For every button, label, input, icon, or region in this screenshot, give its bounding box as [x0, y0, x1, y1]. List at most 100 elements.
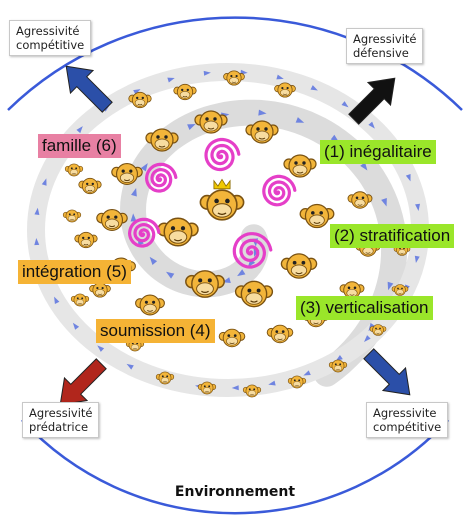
swirl-icon	[232, 232, 273, 269]
ring-dot-arrow	[303, 370, 311, 376]
monkey-icon	[347, 191, 373, 209]
monkey-icon	[135, 294, 165, 316]
swirl-icon	[127, 217, 161, 248]
monkey-icon	[199, 178, 245, 221]
monkey-icon	[173, 83, 197, 101]
monkey-icon	[96, 208, 128, 232]
dot-arrow	[381, 198, 387, 207]
ring-dot-arrow	[414, 255, 420, 264]
box-top-left-line-1: Agressivité	[16, 24, 80, 38]
stage-label-famille: famille (6)	[38, 134, 121, 158]
monkey-icon	[64, 163, 84, 177]
monkey-icon	[128, 91, 152, 109]
monkey-icon	[70, 293, 90, 307]
dot-arrow	[131, 188, 137, 197]
ring-dot-arrow	[231, 385, 239, 391]
ring-dot-arrow	[268, 380, 276, 386]
box-top-left-line-2: compétitive	[16, 38, 85, 52]
monkey-icon	[299, 203, 335, 229]
ring-dot-arrow	[72, 322, 80, 330]
box-bottom-left-line-1: Agressivité	[29, 406, 93, 420]
arrow-icon	[348, 77, 396, 125]
ring-dot-arrow	[41, 178, 47, 186]
environment-label: Environnement	[174, 484, 296, 500]
swirl-icon	[262, 174, 297, 207]
dot-arrow	[258, 109, 267, 116]
monkey-icon	[74, 231, 98, 249]
ring-dot-arrow	[368, 121, 375, 129]
environment-circle	[7, 16, 463, 111]
arrow-icon	[65, 65, 113, 113]
monkey-icon	[223, 70, 245, 86]
box-top-left: Agressivité compétitive	[9, 20, 92, 56]
dot-arrow	[360, 162, 368, 171]
ring-dot-arrow	[167, 77, 175, 83]
box-top-right-line-1: Agressivité	[353, 32, 417, 46]
dot-arrow	[387, 281, 394, 291]
monkey-icon	[157, 217, 199, 247]
monkey-icon	[194, 110, 228, 134]
stage-label-inegalitaire: (1) inégalitaire	[320, 140, 436, 164]
dot-arrow	[165, 271, 175, 279]
monkey-icon	[391, 284, 409, 296]
stage-label-stratification: (2) stratification	[330, 224, 455, 248]
monkey-icon	[89, 282, 111, 298]
ring-dot-arrow	[34, 207, 40, 215]
ring-dot-arrow	[34, 238, 40, 246]
ring-dot-arrow	[341, 101, 349, 108]
box-bottom-right-line-1: Agressivite	[373, 406, 437, 420]
big-arrows-layer	[59, 65, 411, 406]
ring-dot-arrow	[54, 296, 60, 304]
box-top-right-line-2: défensive	[353, 46, 409, 60]
ring-dot-arrow	[364, 335, 371, 342]
ring-dot-arrow	[97, 345, 105, 352]
stage-label-integration: intégration (5)	[18, 260, 131, 284]
monkey-icon	[234, 280, 274, 308]
monkey-icon	[266, 324, 294, 344]
ring-dot-arrow	[335, 355, 343, 362]
monkey-icon	[78, 177, 102, 195]
dot-arrow	[140, 163, 148, 172]
monkey-icon	[62, 209, 82, 223]
monkey-icon	[280, 253, 318, 279]
crown-icon	[213, 178, 231, 190]
monkey-icon	[185, 270, 225, 298]
monkey-icon	[145, 128, 179, 152]
ring-dot-arrow	[415, 203, 421, 211]
dot-arrow	[237, 269, 246, 277]
box-bottom-left: Agressivité prédatrice	[22, 402, 100, 438]
monkey-icon	[197, 381, 217, 395]
swirl-icon	[204, 137, 241, 172]
swirl-icon	[144, 162, 178, 193]
ring-dot-arrow	[276, 74, 284, 80]
monkey-icon	[369, 324, 387, 336]
monkey-icon	[242, 384, 262, 398]
dot-arrow	[187, 124, 196, 130]
environment-circle-lower	[21, 419, 449, 515]
swirls-layer	[127, 137, 297, 269]
ring-dot-arrow	[76, 126, 83, 134]
spiral-band	[119, 99, 408, 387]
box-bottom-left-line-2: prédatrice	[29, 420, 89, 434]
ring-dot-arrow	[310, 85, 318, 91]
box-top-right: Agressivité défensive	[346, 28, 424, 64]
dot-arrow	[130, 213, 137, 222]
dot-arrow	[295, 117, 305, 123]
monkey-icon	[274, 82, 296, 98]
arrow-icon	[59, 358, 107, 406]
monkey-icon	[218, 328, 246, 348]
stage-label-soumission: soumission (4)	[96, 319, 215, 343]
ring-dot-arrow	[203, 70, 211, 76]
arrow-icon	[363, 348, 411, 396]
ring-dot-arrow	[126, 363, 134, 370]
ring-dot-arrow	[133, 89, 141, 95]
monkey-icon	[245, 120, 279, 144]
monkey-icon	[328, 359, 348, 373]
monkey-icon	[283, 154, 317, 178]
monkey-icon	[111, 162, 143, 186]
monkey-icon	[155, 371, 175, 385]
monkey-icon	[287, 375, 307, 389]
stage-label-verticalisation: (3) verticalisation	[296, 296, 433, 320]
box-bottom-right: Agressivite compétitive	[366, 402, 449, 438]
